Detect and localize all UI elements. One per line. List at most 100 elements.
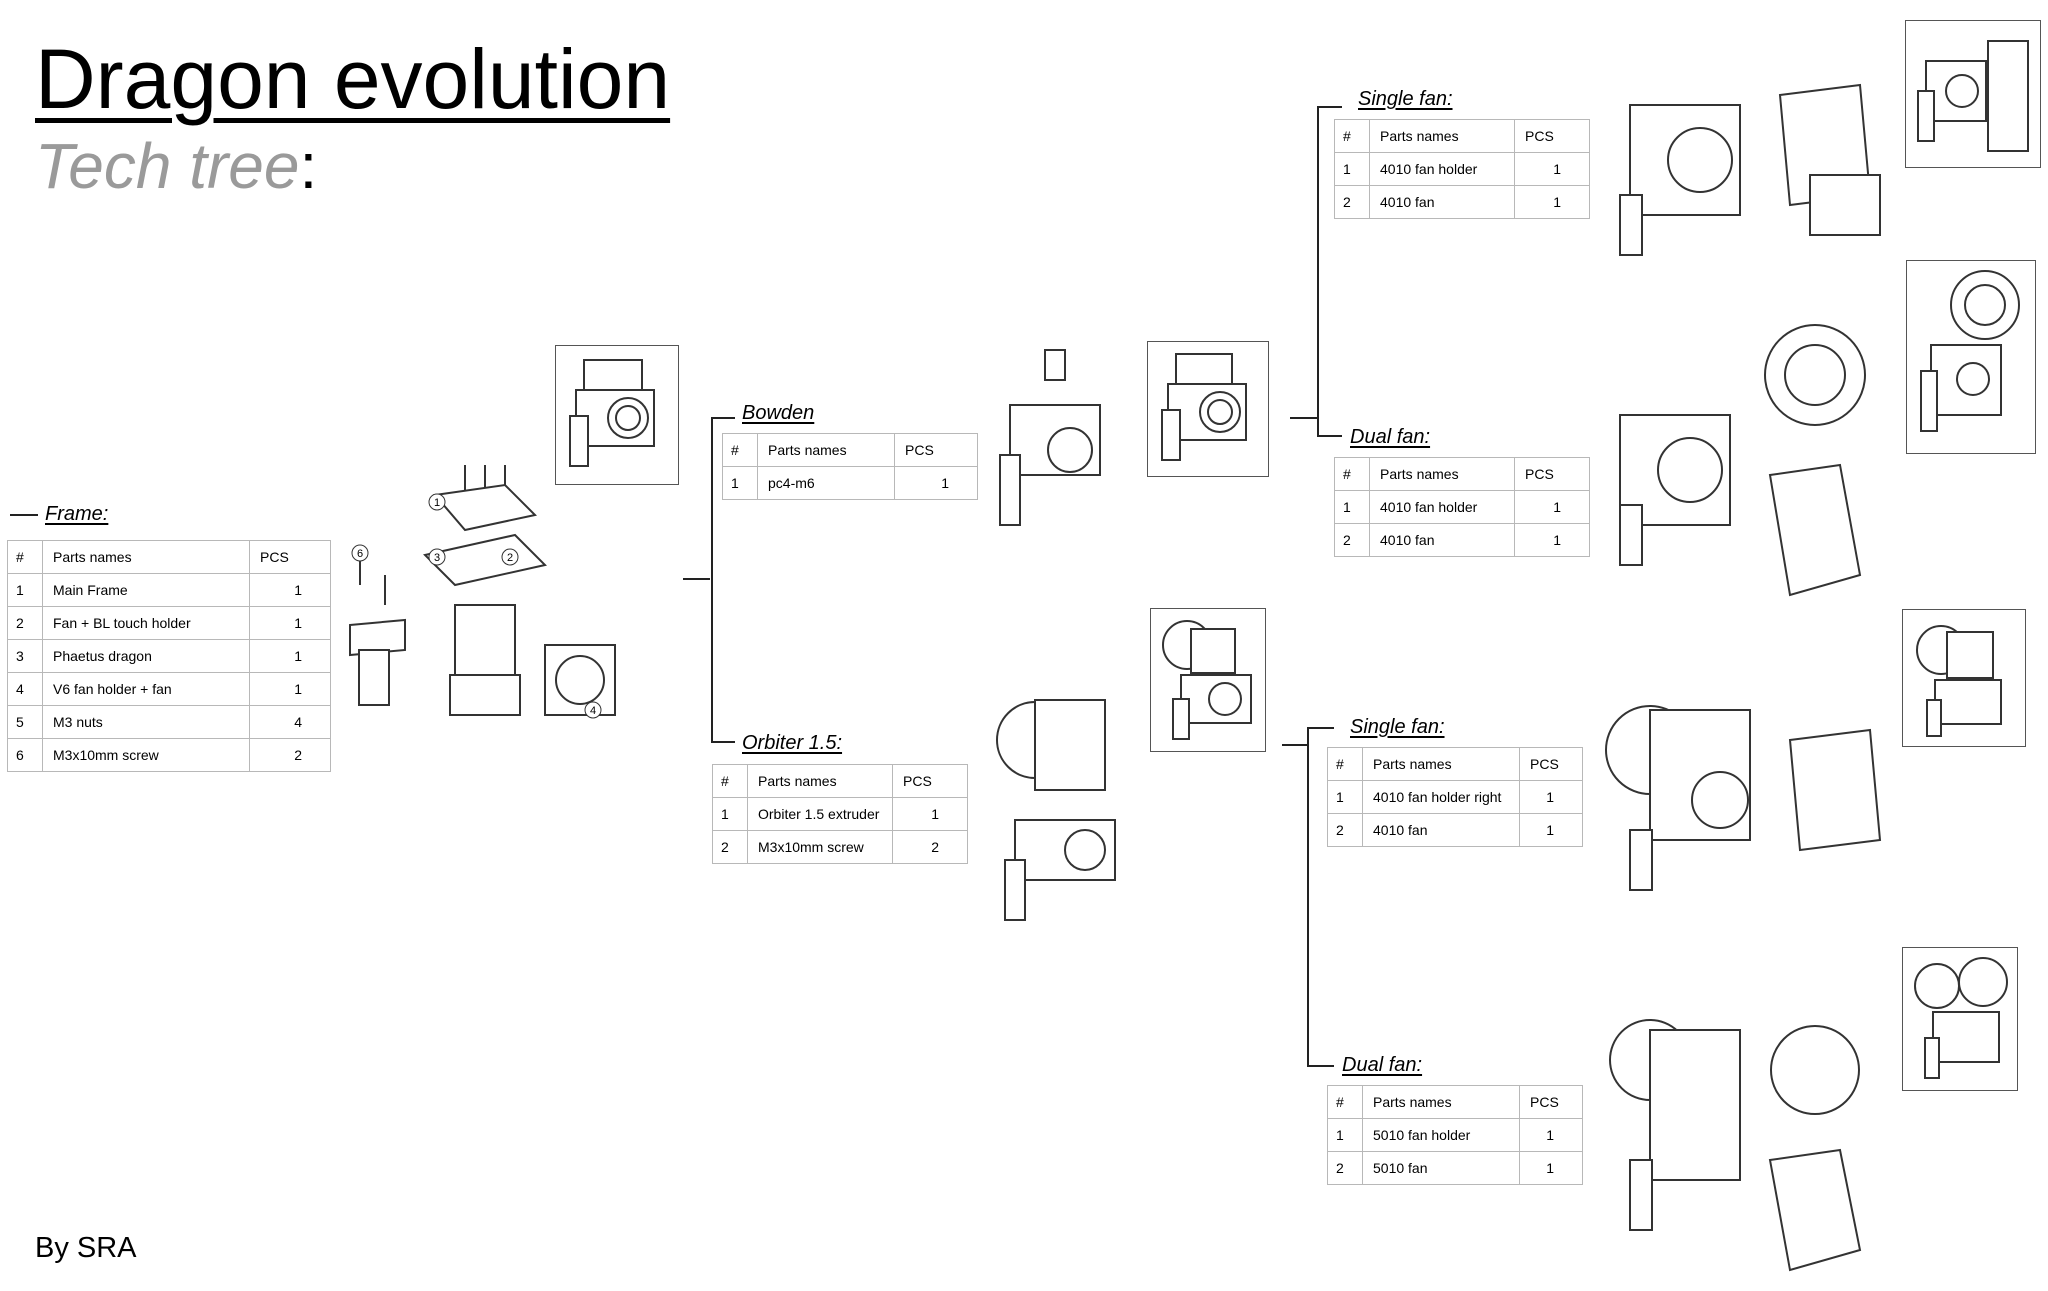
row-number: 2 <box>7 606 43 640</box>
callout-6: 6 <box>357 548 363 560</box>
row-number: 1 <box>7 573 43 607</box>
row-number: 1 <box>1327 780 1363 814</box>
orbiter-single-fan-exploded-drawing <box>1605 705 1882 891</box>
row-number: 2 <box>1334 523 1370 557</box>
hash-column-header: # <box>1334 457 1370 491</box>
hash-column-header: # <box>1327 747 1363 781</box>
part-quantity: 1 <box>249 606 331 640</box>
fan-drawing-icon <box>1916 625 2002 737</box>
row-number: 4 <box>7 672 43 706</box>
orbiter-exploded-drawing <box>996 699 1116 921</box>
part-name: V6 fan holder + fan <box>42 672 250 706</box>
row-number: 1 <box>1327 1118 1363 1152</box>
part-name: pc4-m6 <box>757 466 895 500</box>
part-quantity: 1 <box>1519 780 1583 814</box>
row-number: 1 <box>1334 152 1370 186</box>
blower-fan-drawing-icon <box>1914 957 2008 1079</box>
hotend-drawing-icon <box>1161 353 1247 461</box>
part-name: 4010 fan holder <box>1369 490 1515 524</box>
bowden-assembled-thumbnail <box>1147 341 1269 477</box>
frame-section-title: Frame: <box>45 503 109 525</box>
hash-column-header: # <box>712 764 748 798</box>
table-header-row: # Parts names PCS <box>1334 457 1590 491</box>
part-name: 4010 fan holder right <box>1362 780 1520 814</box>
part-quantity: 2 <box>892 830 968 864</box>
row-number: 2 <box>1327 813 1363 847</box>
row-number: 5 <box>7 705 43 739</box>
parts-names-column-header: Parts names <box>757 433 895 467</box>
orbiter-fan-bracket <box>1307 727 1334 1067</box>
part-quantity: 4 <box>249 705 331 739</box>
table-header-row: # Parts names PCS <box>712 764 968 798</box>
bowden-dual-fan-title: Dual fan: <box>1350 426 1431 448</box>
part-name: 5010 fan holder <box>1362 1118 1520 1152</box>
bowden-single-fan-title: Single fan: <box>1358 88 1453 110</box>
part-quantity: 2 <box>249 738 331 772</box>
part-quantity: 1 <box>1519 1151 1583 1185</box>
subtitle-text: Tech tree <box>35 130 300 202</box>
row-number: 1 <box>712 797 748 831</box>
bowden-single-fan-exploded-drawing <box>1619 83 1881 256</box>
bowden-dual-fan-exploded-drawing <box>1619 324 1866 597</box>
table-header-row: # Parts names PCS <box>1334 119 1590 153</box>
part-name: Fan + BL touch holder <box>42 606 250 640</box>
row-number: 3 <box>7 639 43 673</box>
callout-3: 3 <box>434 552 440 564</box>
callout-2: 2 <box>507 552 513 564</box>
part-quantity: 1 <box>249 672 331 706</box>
part-name: 4010 fan holder <box>1369 152 1515 186</box>
part-quantity: 1 <box>249 573 331 607</box>
part-name: M3x10mm screw <box>747 830 893 864</box>
pcs-column-header: PCS <box>894 433 978 467</box>
part-quantity: 1 <box>1514 523 1590 557</box>
bowden-dual-fan-thumbnail <box>1906 260 2036 454</box>
hash-column-header: # <box>1334 119 1370 153</box>
part-quantity: 1 <box>1514 185 1590 219</box>
fan-drawing-icon <box>1917 40 2029 152</box>
part-quantity: 1 <box>1519 1118 1583 1152</box>
part-name: Main Frame <box>42 573 250 607</box>
part-quantity: 1 <box>1514 152 1590 186</box>
frame-exploded-drawing: 1 2 3 4 6 <box>349 465 616 719</box>
pcs-column-header: PCS <box>1514 457 1590 491</box>
bowden-orbiter-bracket <box>711 417 735 743</box>
part-name: 4010 fan <box>1362 813 1520 847</box>
row-number: 1 <box>1334 490 1370 524</box>
page-subtitle: Tech tree: <box>35 128 317 204</box>
frame-assembled-thumbnail <box>555 345 679 485</box>
orbiter-dual-fan-thumbnail <box>1902 947 2018 1091</box>
part-name: Orbiter 1.5 extruder <box>747 797 893 831</box>
row-number: 2 <box>712 830 748 864</box>
part-name: M3x10mm screw <box>42 738 250 772</box>
hotend-drawing-icon <box>1162 620 1252 740</box>
parts-names-column-header: Parts names <box>1362 1085 1520 1119</box>
table-header-row: # Parts names PCS <box>722 433 978 467</box>
parts-names-column-header: Parts names <box>1369 119 1515 153</box>
author-credit: By SRA <box>35 1232 137 1264</box>
bowden-exploded-drawing <box>999 349 1101 526</box>
parts-names-column-header: Parts names <box>1369 457 1515 491</box>
orbiter-dual-fan-exploded-drawing <box>1609 1019 1862 1272</box>
parts-names-column-header: Parts names <box>747 764 893 798</box>
table-header-row: # Parts names PCS <box>1327 1085 1583 1119</box>
part-quantity: 1 <box>892 797 968 831</box>
row-number: 1 <box>722 466 758 500</box>
table-header-row: # Parts names PCS <box>1327 747 1583 781</box>
